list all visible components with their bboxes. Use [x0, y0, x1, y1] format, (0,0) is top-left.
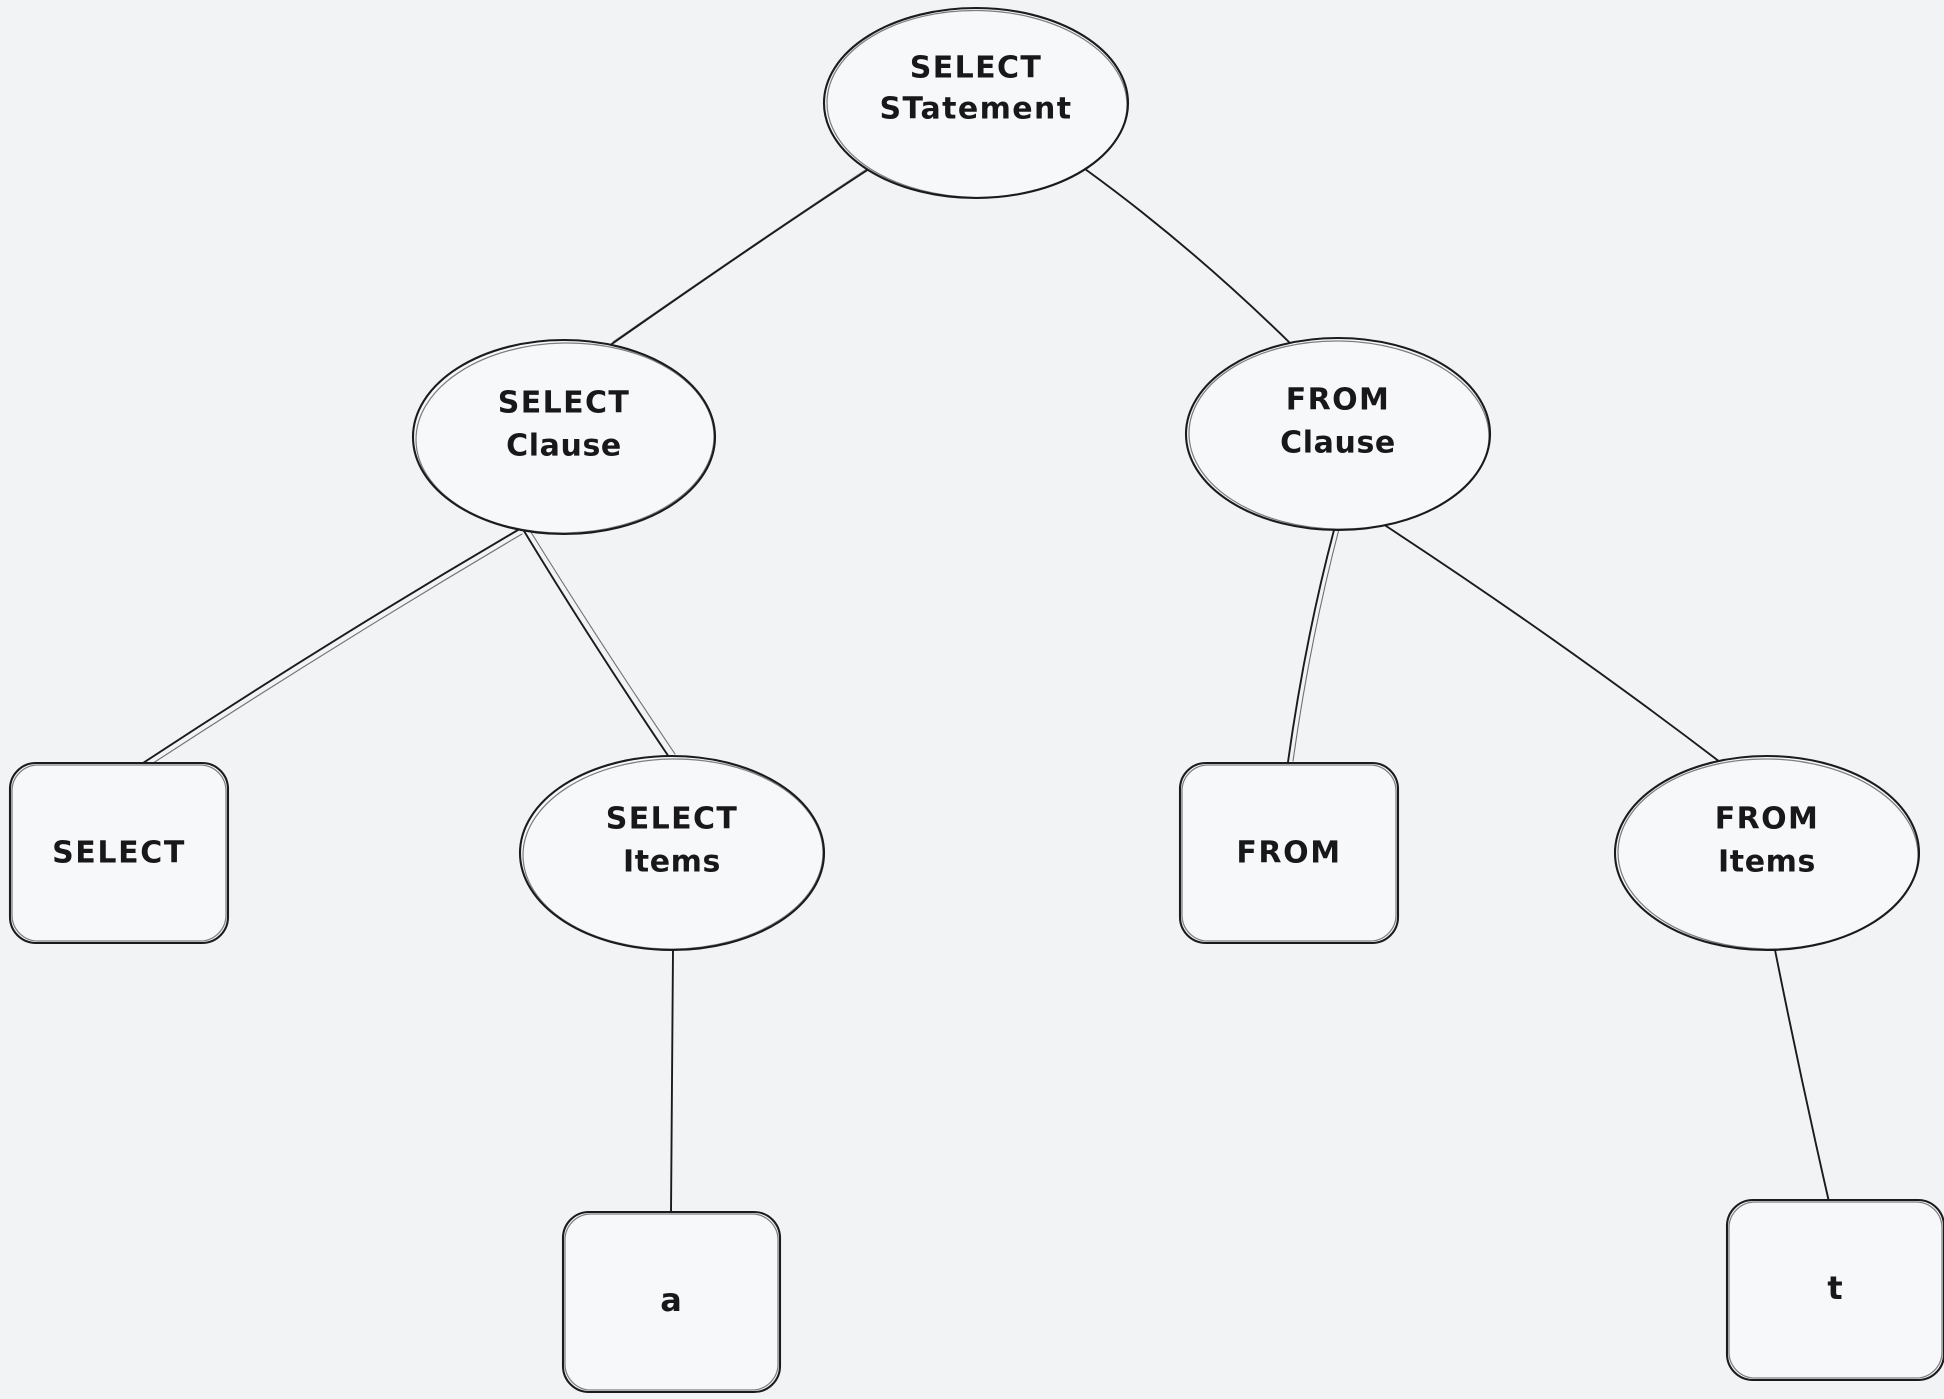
node-select-statement-line1: SELECT [910, 51, 1043, 86]
sketch-outline [522, 758, 824, 950]
node-from-items-line1: FROM [1715, 802, 1820, 837]
edge-from-clause-to-from-items [1382, 523, 1721, 763]
sketch-outline [1188, 340, 1490, 530]
node-select-clause[interactable]: SELECT Clause [411, 338, 717, 536]
node-select-statement-line2: STatement [879, 92, 1072, 127]
node-table-t[interactable]: t [1725, 1198, 1944, 1382]
node-from-items-line2: Items [1718, 845, 1816, 880]
node-select-statement[interactable]: SELECT STatement [822, 6, 1130, 200]
node-column-a-label: a [660, 1281, 682, 1319]
node-from-clause[interactable]: FROM Clause [1184, 336, 1492, 532]
node-from-clause-line2: Clause [1280, 426, 1396, 461]
node-table-t-label: t [1827, 1269, 1842, 1307]
edge-layer [139, 164, 1830, 1214]
node-from-clause-line1: FROM [1286, 383, 1391, 418]
edge-from-items-to-table-t [1774, 949, 1830, 1203]
edge-select-clause-to-select-terminal [139, 529, 523, 770]
edge-from-clause-to-from-terminal [1287, 528, 1340, 763]
node-select-items[interactable]: SELECT Items [518, 754, 826, 952]
edge-select-statement-to-from-clause [1084, 168, 1292, 345]
node-column-a[interactable]: a [561, 1210, 782, 1394]
node-select-terminal-label: SELECT [52, 836, 186, 871]
sketch-outline [1617, 758, 1919, 950]
node-from-terminal-label: FROM [1236, 836, 1341, 871]
node-select-items-line1: SELECT [606, 802, 739, 837]
sketch-outline [415, 342, 715, 534]
edge-select-items-to-column-a [670, 949, 674, 1214]
node-from-items[interactable]: FROM Items [1613, 754, 1921, 952]
sketch-outline [826, 9, 1128, 199]
edge-select-clause-to-select-items [523, 528, 676, 758]
node-select-items-line2: Items [623, 845, 721, 880]
node-from-terminal[interactable]: FROM [1178, 761, 1400, 945]
node-select-clause-line1: SELECT [498, 386, 631, 421]
node-select-clause-line2: Clause [506, 429, 622, 464]
node-select-terminal[interactable]: SELECT [8, 761, 230, 945]
edge-select-statement-to-select-clause [608, 164, 874, 347]
